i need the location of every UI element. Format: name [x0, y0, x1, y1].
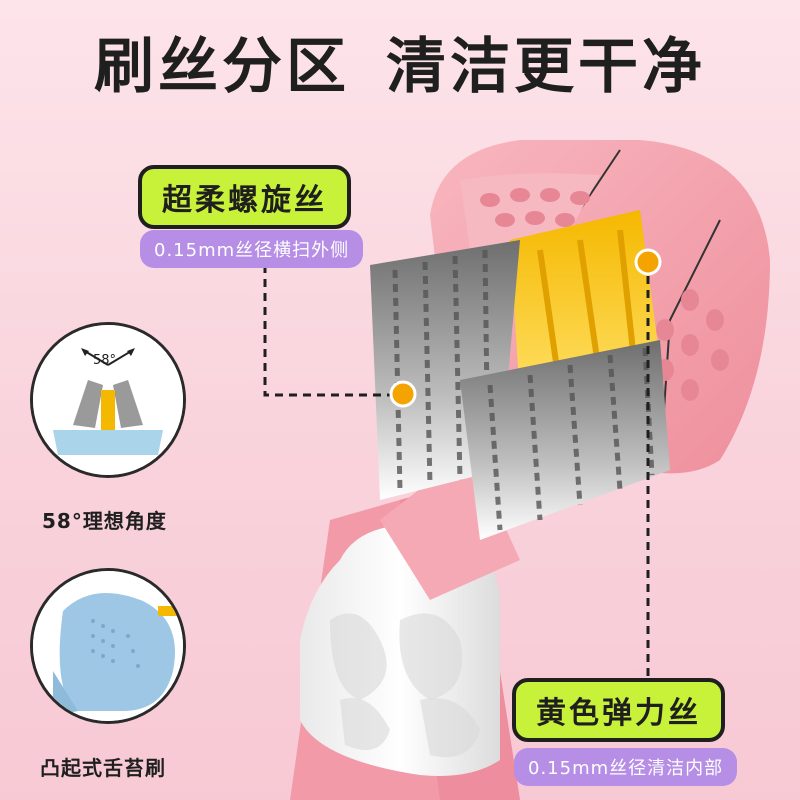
- tag-yellow-title: 黄色弹力丝: [536, 696, 701, 731]
- tag-spiral-subtitle: 0.15mm丝径横扫外侧: [140, 230, 364, 268]
- tag-spiral-title: 超柔螺旋丝: [162, 183, 327, 218]
- tag-spiral-bristle: 超柔螺旋丝: [138, 165, 351, 229]
- angle-label: 58°: [93, 353, 117, 368]
- tongue-scraper-diagram: [33, 571, 183, 721]
- feature-angle-caption: 58°理想角度: [42, 509, 167, 533]
- tag-yellow-subtitle-text: 0.15mm丝径清洁内部: [528, 758, 724, 779]
- callout-dot-spiral: [389, 380, 417, 408]
- callout-lines: [263, 262, 650, 680]
- page-title: 刷丝分区清洁更干净: [0, 18, 800, 105]
- feature-tongue-circle: [30, 568, 186, 724]
- tag-yellow-subtitle: 0.15mm丝径清洁内部: [514, 748, 738, 786]
- feature-angle-circle: 58°: [30, 322, 186, 478]
- headline-part1: 刷丝分区: [94, 32, 350, 102]
- angle-diagram: [33, 325, 183, 475]
- tag-spiral-subtitle-text: 0.15mm丝径横扫外侧: [154, 240, 350, 261]
- headline-part2: 清洁更干净: [386, 32, 706, 102]
- callout-dot-yellow: [634, 248, 662, 276]
- spiral-bristles-right: [460, 340, 670, 540]
- tag-yellow-bristle: 黄色弹力丝: [512, 678, 725, 742]
- feature-tongue-caption: 凸起式舌苔刷: [40, 756, 166, 780]
